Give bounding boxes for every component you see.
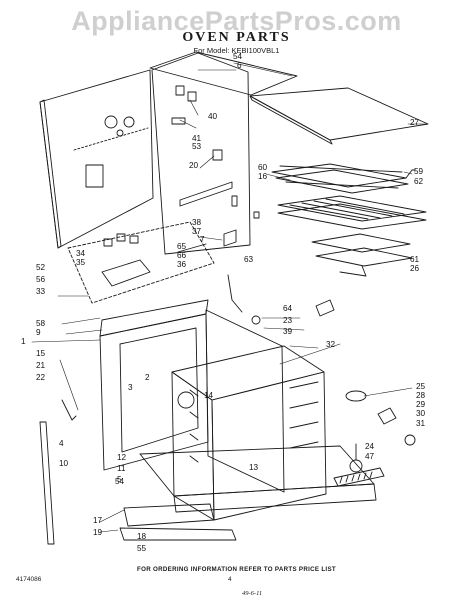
rear-panel (39, 69, 154, 249)
callout: 66 (177, 251, 187, 260)
callout-labels: 54 6 27 41 53 40 20 60 16 59 62 38 37 7 … (21, 52, 426, 553)
callout: 59 (414, 167, 424, 176)
callout: 41 (192, 134, 202, 143)
door-hinge-strip (39, 399, 77, 545)
callout: 53 (192, 142, 202, 151)
callout: 16 (258, 172, 268, 181)
callout: 38 (192, 218, 202, 227)
ordering-note: FOR ORDERING INFORMATION REFER TO PARTS … (137, 566, 336, 573)
callout: 39 (283, 327, 293, 336)
callout: 34 (76, 249, 86, 258)
callout: 5 (117, 475, 122, 484)
callout: 58 (36, 319, 46, 328)
doc-number: 4174086 (16, 576, 42, 583)
callout: 60 (258, 163, 268, 172)
sensor-part (223, 229, 335, 325)
callout: 24 (365, 442, 375, 451)
callout: 54 (233, 52, 243, 61)
broil-element (271, 163, 416, 194)
front-frame (99, 299, 209, 471)
callout: 31 (416, 419, 426, 428)
oven-cavity (171, 309, 327, 521)
callout: 40 (208, 112, 218, 121)
callout: 18 (137, 532, 147, 541)
side-panel (151, 52, 260, 255)
page-number: 4 (228, 576, 232, 583)
callout: 1 (21, 337, 26, 346)
callout: 37 (192, 227, 202, 236)
model-line: For Model: KEBI100VBL1 (193, 46, 280, 55)
callout: 55 (137, 544, 147, 553)
callout: 65 (177, 242, 187, 251)
callout: 14 (204, 391, 214, 400)
callout: 25 (416, 382, 426, 391)
top-panel (149, 51, 298, 96)
callout: 61 (410, 255, 420, 264)
watermark: AppliancePartsPros.com (71, 6, 402, 36)
callout: 29 (416, 400, 426, 409)
callout: 23 (283, 316, 293, 325)
callout: 19 (93, 528, 103, 537)
callout: 11 (117, 464, 126, 473)
callout: 56 (36, 275, 46, 284)
callout: 15 (36, 349, 46, 358)
control-component-box (67, 221, 215, 304)
callout: 30 (416, 409, 426, 418)
lamp-parts (345, 390, 416, 473)
oven-base (139, 445, 377, 513)
vent-grille (333, 467, 385, 487)
callout: 9 (36, 328, 41, 337)
callout: 26 (410, 264, 420, 273)
callout: 64 (283, 304, 293, 313)
callout: 32 (326, 340, 336, 349)
callout: 13 (249, 463, 259, 472)
callout: 28 (416, 391, 426, 400)
leader-lines (31, 62, 429, 533)
callout: 4 (59, 439, 64, 448)
callout: 7 (200, 235, 205, 244)
date-mark: 49-6-11 (242, 590, 263, 597)
callout: 47 (365, 452, 375, 461)
callout: 63 (244, 255, 254, 264)
callout: 20 (189, 161, 199, 170)
callout: 3 (128, 383, 133, 392)
callout: 2 (145, 373, 150, 382)
kick-plate (123, 503, 215, 527)
callout: 6 (237, 61, 242, 70)
callout: 17 (93, 516, 103, 525)
oven-rack (277, 195, 427, 230)
top-cover (249, 87, 429, 145)
bake-element (311, 233, 413, 277)
callout: 62 (414, 177, 424, 186)
callout: 21 (36, 361, 46, 370)
callout: 36 (177, 260, 187, 269)
callout: 22 (36, 373, 46, 382)
callout: 54 (115, 477, 125, 486)
callout: 52 (36, 263, 46, 272)
callout: 27 (410, 118, 420, 127)
drawer-rail (119, 527, 237, 541)
page-title: OVEN PARTS (182, 30, 291, 45)
callout: 33 (36, 287, 46, 296)
callout: 35 (76, 258, 86, 267)
callout: 10 (59, 459, 69, 468)
callout: 12 (117, 453, 127, 462)
